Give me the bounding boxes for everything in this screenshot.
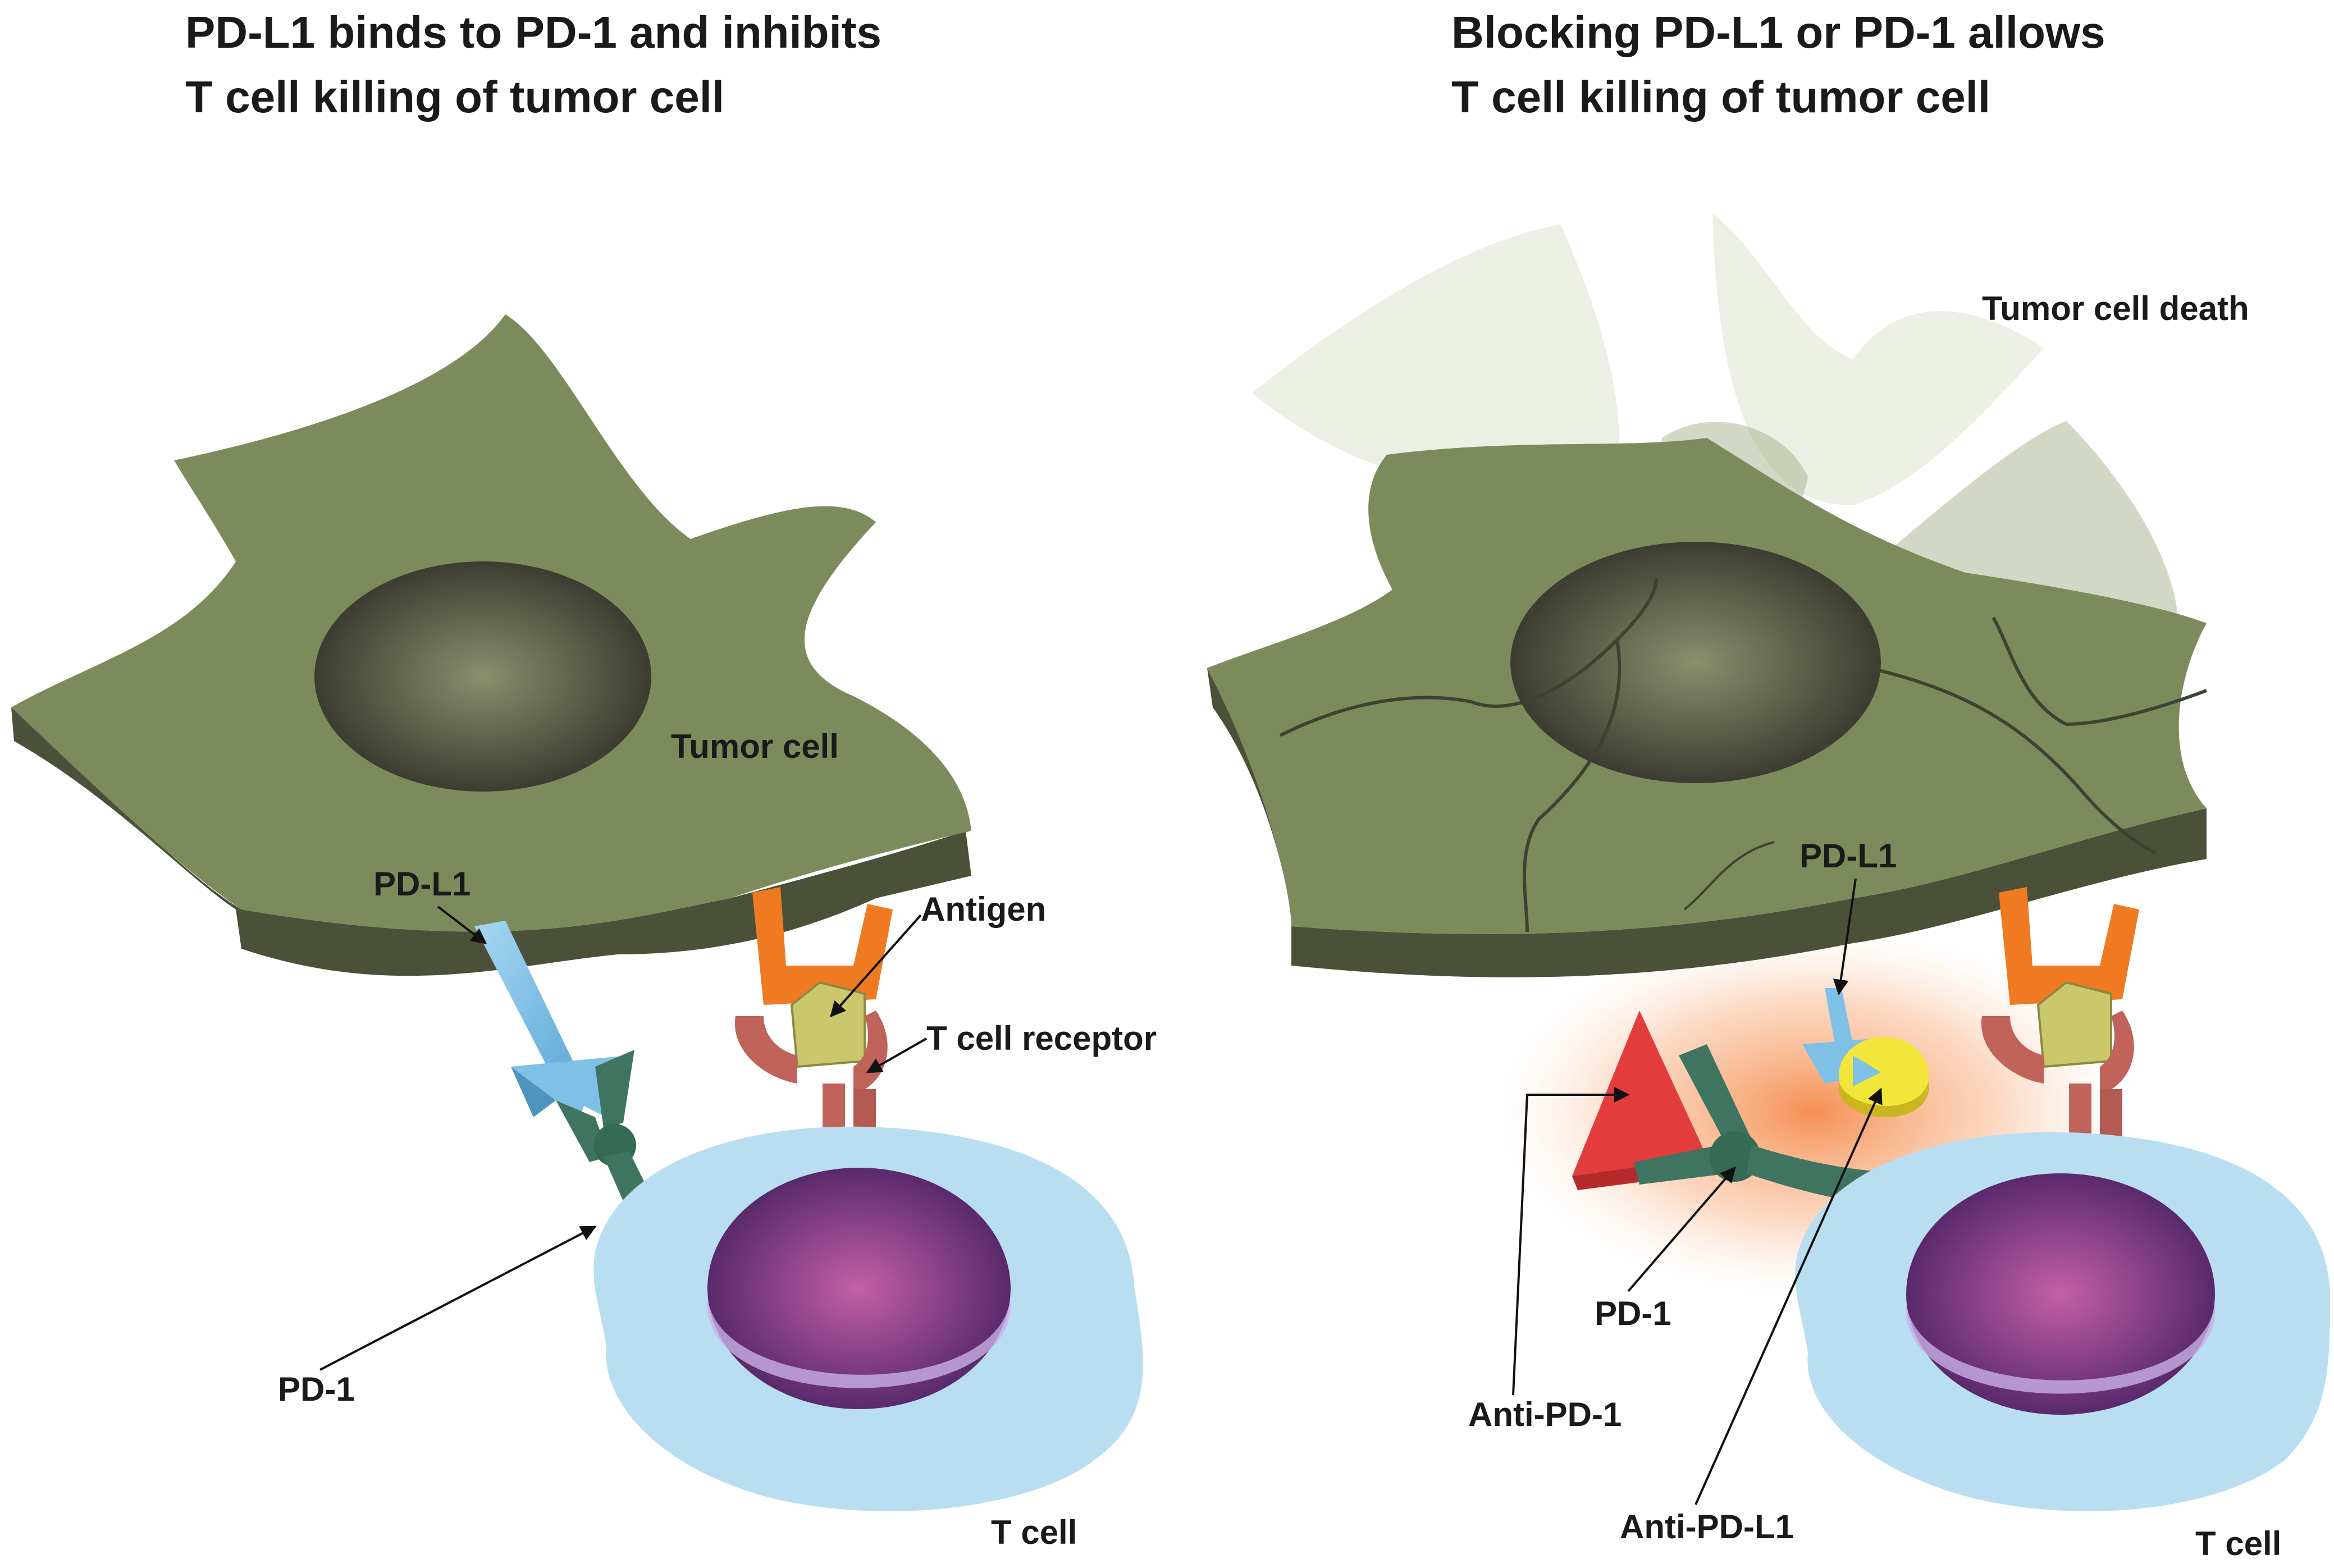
- right-title-line1: Blocking PD-L1 or PD-1 allows: [1451, 7, 2105, 57]
- antigen: [790, 981, 866, 1068]
- left-title-line1: PD-L1 binds to PD-1 and inhibits: [185, 7, 881, 57]
- anti-pd-l1-antibody: [1839, 1037, 1929, 1118]
- mhc-antigen-complex-right: [1999, 887, 2139, 1068]
- tumor-nucleus: [314, 561, 651, 792]
- tumor-cell-edge: [11, 707, 971, 976]
- tumor-fragments: [1252, 213, 2044, 505]
- tumor-nucleus-right: [1510, 542, 1881, 783]
- t-cell: [593, 1126, 1143, 1512]
- label-t-cell-left: T cell: [991, 1514, 1077, 1551]
- left-title-line2: T cell killing of tumor cell: [185, 72, 724, 122]
- label-anti-pd-l1: Anti-PD-L1: [1620, 1508, 1794, 1546]
- label-t-cell-right: T cell: [2195, 1525, 2281, 1562]
- tumor-cell-edge-right: [1207, 668, 2207, 977]
- label-pd-l1-left: PD-L1: [373, 865, 471, 903]
- t-cell-right: [1795, 1132, 2330, 1512]
- left-panel: PD-L1 binds to PD-1 and inhibits T cell …: [11, 7, 1157, 1551]
- label-t-cell-receptor: T cell receptor: [926, 1020, 1157, 1057]
- t-cell-nucleus-right: [1906, 1173, 2215, 1415]
- t-cell-nucleus: [707, 1168, 1011, 1409]
- tumor-cracks: [1279, 578, 2208, 932]
- label-tumor-cell-death: Tumor cell death: [1982, 290, 2249, 327]
- label-tumor-cell: Tumor cell: [671, 728, 839, 765]
- label-antigen: Antigen: [921, 890, 1046, 928]
- right-title-line2: T cell killing of tumor cell: [1451, 72, 1990, 122]
- label-pd-l1-right: PD-L1: [1799, 837, 1897, 875]
- label-anti-pd-1: Anti-PD-1: [1468, 1396, 1622, 1433]
- label-pd-1-right: PD-1: [1595, 1295, 1671, 1332]
- label-pd-1-left: PD-1: [278, 1370, 355, 1408]
- right-panel: Blocking PD-L1 or PD-1 allows T cell kil…: [1207, 7, 2330, 1562]
